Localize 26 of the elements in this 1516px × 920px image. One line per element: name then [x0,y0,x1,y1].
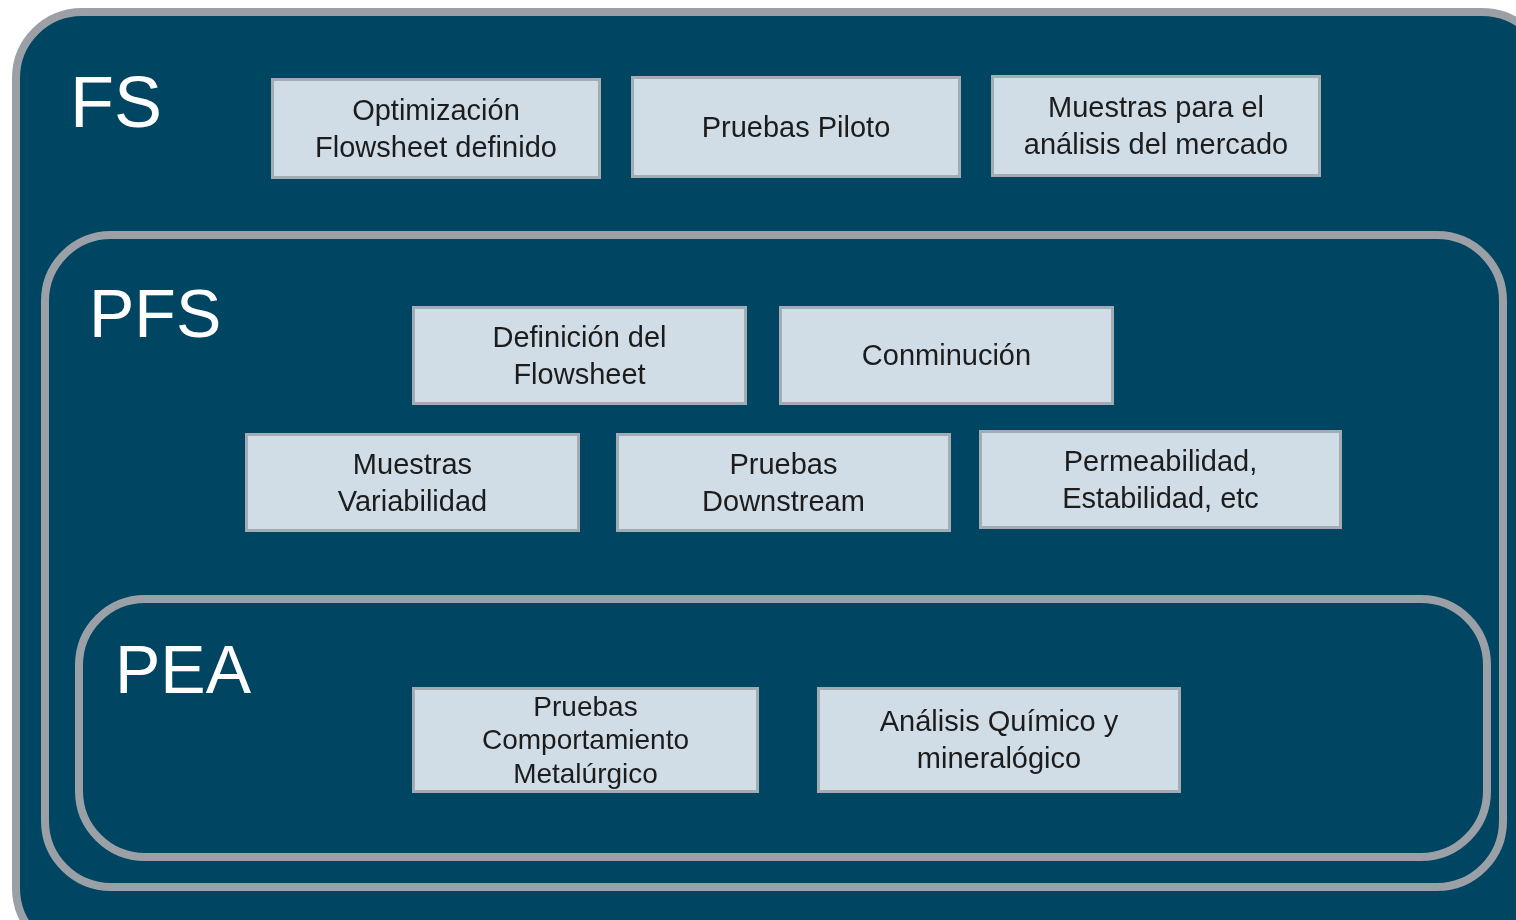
activity-box [616,433,951,532]
activity-box [979,430,1342,529]
activity-label: Muestras para el análisis del mercado [1022,90,1290,162]
activity-label: Definición del Flowsheet [491,319,668,392]
activity-label: Pruebas Piloto [700,109,892,145]
activity-box [991,75,1321,177]
stage-title: PFS [89,279,222,347]
activity-box [631,76,961,178]
activity-label: Optimización Flowsheet definido [314,92,558,165]
activity-box [817,687,1181,793]
activity-label: Conminución [860,338,1033,374]
stage-panel [75,595,1491,861]
activity-box [412,306,747,405]
stage-title: FS [70,66,162,138]
stage-title: PEA [115,635,252,703]
activity-label: Pruebas Comportamiento Metalúrgico [481,689,690,791]
stage-panel [12,8,1516,920]
stage-panel [41,231,1507,891]
activity-box [245,433,580,532]
activity-label: Pruebas Downstream [701,446,866,519]
activity-box [412,687,759,793]
activity-label: Permeabilidad, Estabilidad, etc [1061,443,1260,516]
activity-label: Muestras Variabilidad [336,446,489,519]
activity-label: Análisis Químico y mineralógico [878,704,1120,776]
activity-box [779,306,1114,405]
activity-box [271,78,601,179]
